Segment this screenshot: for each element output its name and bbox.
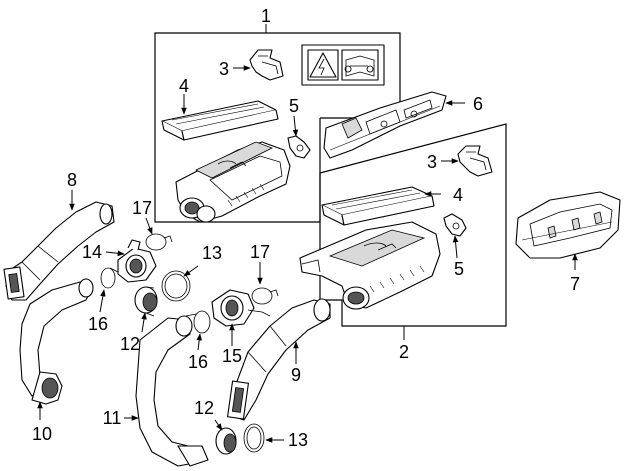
- intake-duct-part-9: [227, 298, 331, 421]
- clamp-part-17-right: [251, 287, 279, 305]
- clamp-part-13-upper: [161, 270, 191, 302]
- callout-2: 2: [399, 342, 409, 362]
- read-manual-wrench-icon: [341, 49, 379, 81]
- callout-4-upper: 4: [179, 76, 189, 96]
- clamp-part-16-left: [100, 267, 119, 289]
- callout-13-lower: 13: [288, 430, 308, 450]
- warning-electric-shock-icon: [307, 49, 339, 81]
- callout-15: 15: [222, 346, 242, 366]
- callout-9: 9: [291, 365, 301, 385]
- callout-16-left: 16: [88, 314, 108, 334]
- coupler-part-12-lower: [215, 427, 237, 455]
- air-filter-part-4-lower: [321, 186, 435, 226]
- callout-3-lower: 3: [427, 152, 437, 172]
- air-filter-part-4-upper: [161, 100, 279, 141]
- sensor-part-5-lower: [443, 213, 467, 237]
- clamp-part-16-center: [185, 310, 211, 334]
- clip-part-3-lower: [457, 145, 493, 177]
- callout-17-right: 17: [250, 242, 270, 262]
- sensor-part-5-upper: [287, 135, 311, 159]
- callout-5-upper: 5: [289, 96, 299, 116]
- clamp-part-17-left: [145, 233, 173, 251]
- callout-1: 1: [261, 6, 271, 26]
- callout-8: 8: [67, 170, 77, 190]
- maf-sensor-part-14: [117, 239, 157, 283]
- warning-label-plate: [301, 44, 385, 86]
- callout-7: 7: [570, 274, 580, 294]
- air-cleaner-housing-part-1: [175, 141, 291, 223]
- clamp-part-13-lower: [243, 423, 265, 453]
- callout-11: 11: [103, 408, 122, 428]
- callout-16-center: 16: [188, 352, 208, 372]
- callout-5-lower: 5: [454, 259, 464, 279]
- hose-part-11: [135, 315, 209, 467]
- callout-10: 10: [32, 424, 52, 444]
- clip-part-3-upper: [249, 49, 284, 81]
- callout-12-lower: 12: [194, 398, 214, 418]
- callout-17-left: 17: [132, 198, 152, 218]
- callout-6: 6: [473, 94, 483, 114]
- hose-part-10: [19, 278, 94, 405]
- leader-lines: [37, 24, 578, 443]
- intake-duct-part-8: [3, 201, 115, 301]
- coupler-part-12-left: [134, 286, 158, 317]
- callout-12-left: 12: [120, 334, 140, 354]
- air-cleaner-housing-part-2: [299, 221, 441, 310]
- maf-sensor-part-15: [211, 289, 271, 327]
- callout-4-lower: 4: [453, 185, 463, 205]
- intake-duct-part-6: [323, 91, 447, 159]
- callout-13-upper: 13: [202, 243, 222, 263]
- callout-labels: 1 2 3 3 4 4 5 5 6 7 8 9 10 11 12 12 13 1…: [32, 6, 580, 450]
- callout-3-upper: 3: [219, 59, 229, 79]
- cover-part-7: [515, 191, 621, 259]
- callout-14: 14: [82, 242, 102, 262]
